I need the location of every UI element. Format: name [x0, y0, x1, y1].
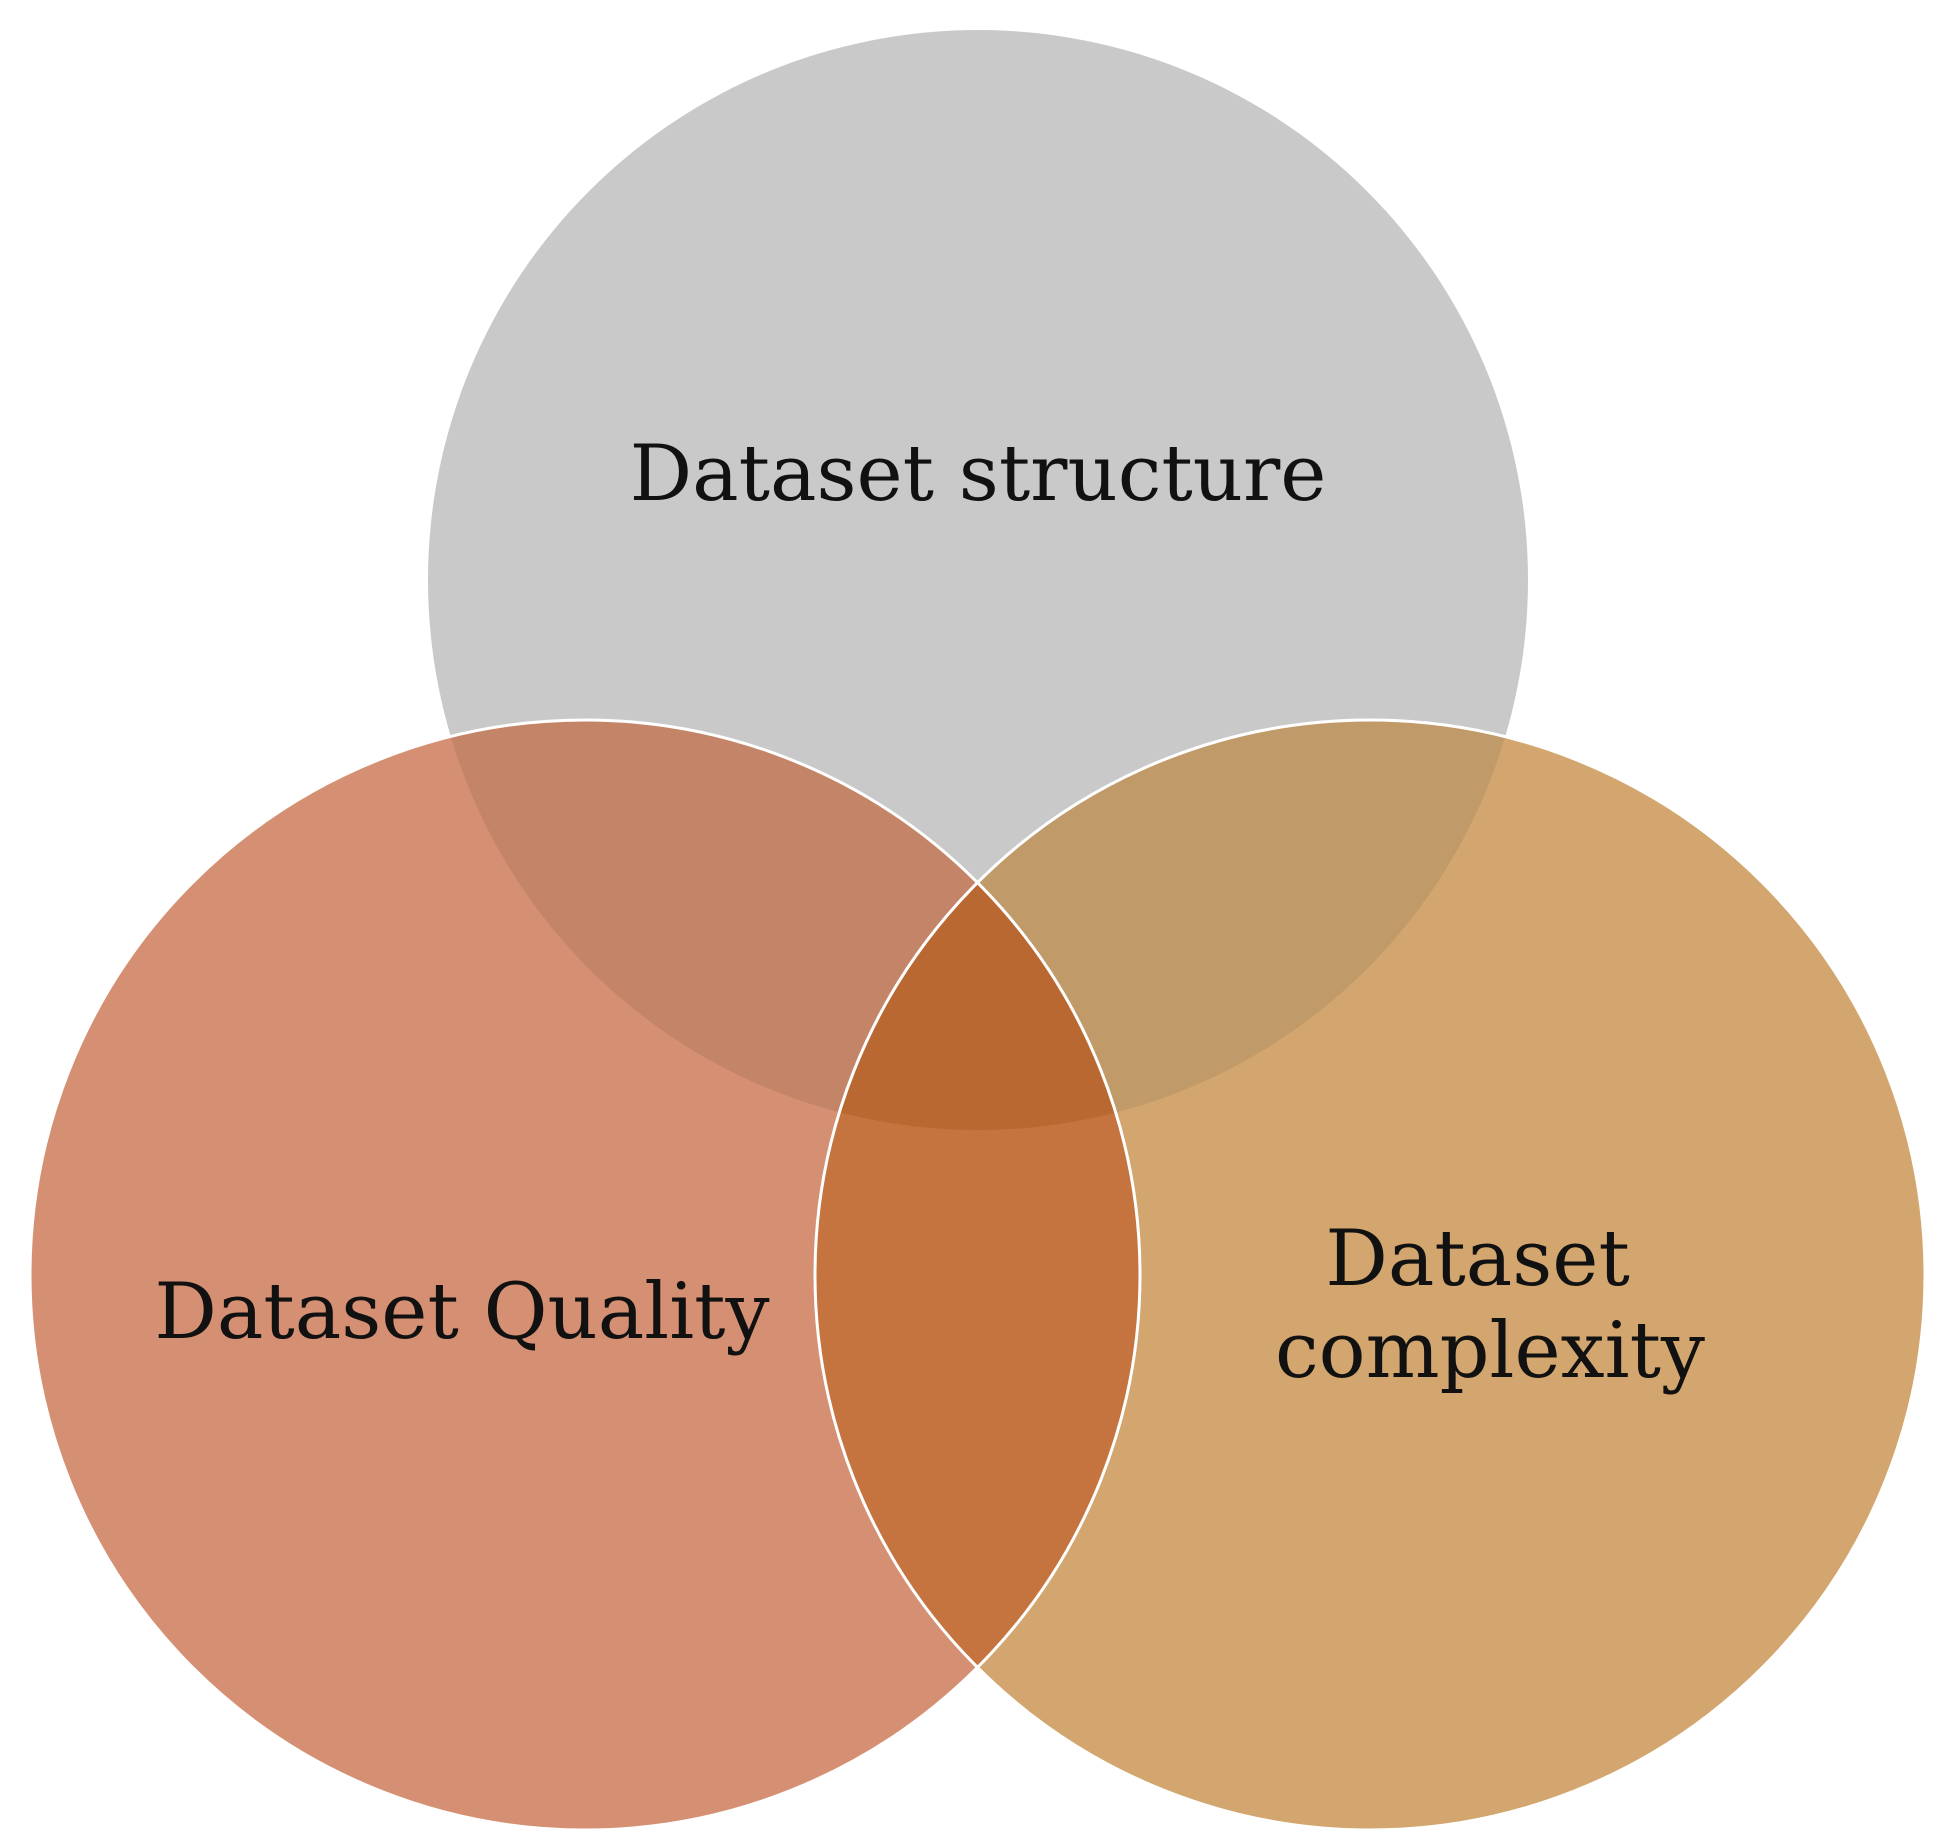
- outline-dataset-complexity: [813, 718, 1927, 1832]
- outline-dataset-quality: [28, 718, 1142, 1832]
- label-dataset-structure: Dataset structure: [630, 429, 1327, 519]
- label-dataset-complexity: Dataset complexity: [1275, 1214, 1705, 1396]
- overlap-structure-quality: [428, 720, 1140, 1130]
- label-dataset-quality: Dataset Quality: [154, 1267, 769, 1357]
- overlap-structure-complexity: [815, 720, 1528, 1130]
